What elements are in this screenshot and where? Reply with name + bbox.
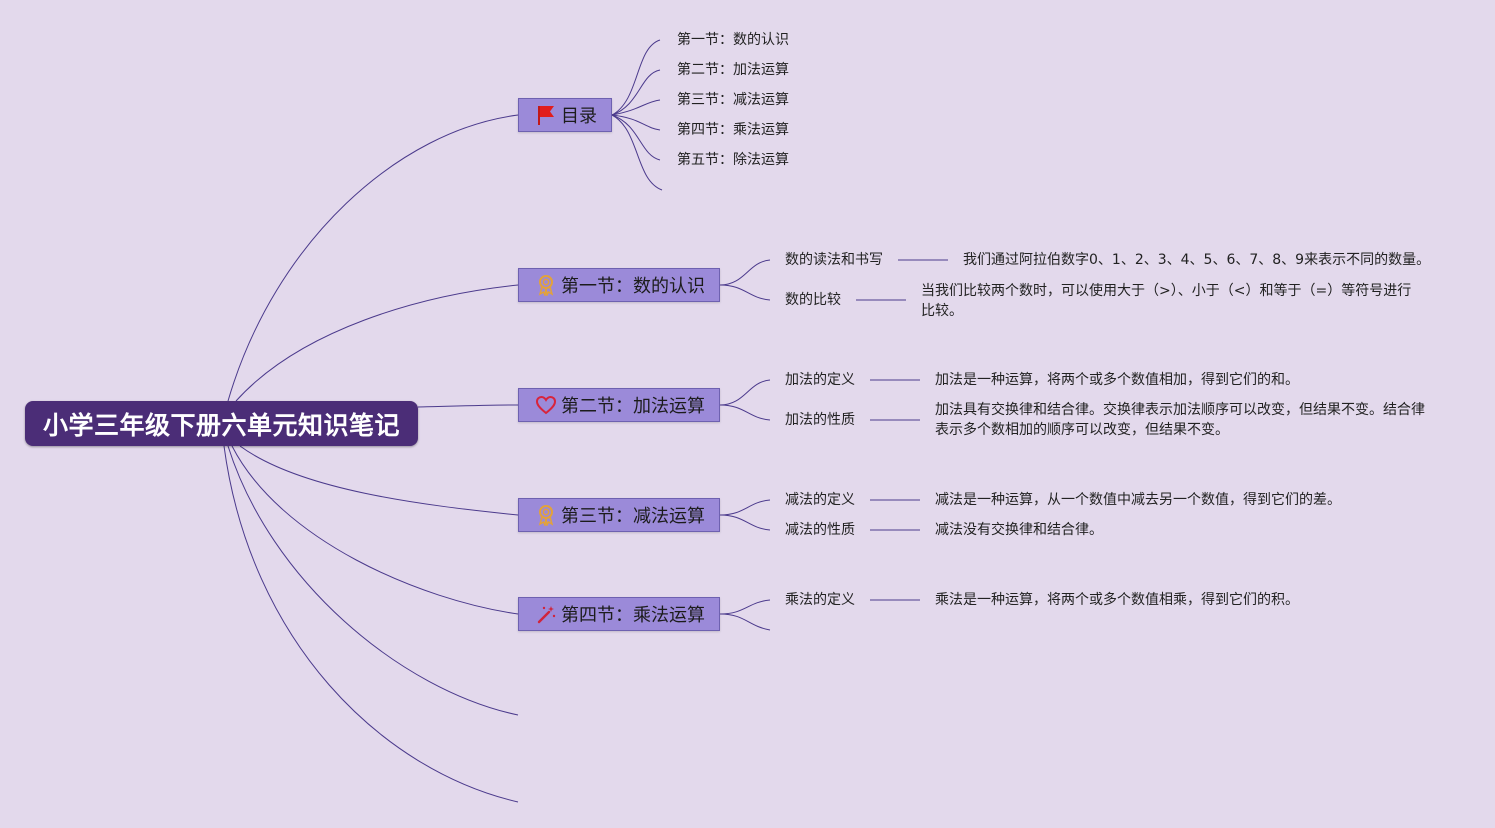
- heart-icon: [535, 394, 557, 416]
- section-4-label: 第四节：乘法运算: [561, 605, 705, 626]
- detail-addition-properties: 加法具有交换律和结合律。交换律表示加法顺序可以改变，但结果不变。结合律表示多个数…: [935, 402, 1425, 438]
- topic-addition-properties[interactable]: 加法的性质: [785, 412, 855, 428]
- section-2-label: 第二节：加法运算: [561, 396, 705, 417]
- detail-subtraction-definition: 减法是一种运算，从一个数值中减去另一个数值，得到它们的差。: [935, 492, 1341, 508]
- toc-item-2[interactable]: 第二节：加法运算: [677, 62, 789, 78]
- toc-label: 目录: [561, 106, 597, 127]
- toc-item-3[interactable]: 第三节：减法运算: [677, 92, 789, 108]
- detail-subtraction-properties: 减法没有交换律和结合律。: [935, 522, 1103, 538]
- section-3-label: 第三节：减法运算: [561, 506, 705, 527]
- topic-multiplication-definition[interactable]: 乘法的定义: [785, 592, 855, 608]
- section-4-branch[interactable]: 第四节：乘法运算: [518, 597, 720, 631]
- detail-addition-definition: 加法是一种运算，将两个或多个数值相加，得到它们的和。: [935, 372, 1299, 388]
- topic-subtraction-properties[interactable]: 减法的性质: [785, 522, 855, 538]
- section-3-branch[interactable]: 第三节：减法运算: [518, 498, 720, 532]
- root-topic[interactable]: 小学三年级下册六单元知识笔记: [25, 401, 418, 446]
- topic-number-compare[interactable]: 数的比较: [785, 292, 841, 308]
- toc-item-4[interactable]: 第四节：乘法运算: [677, 122, 789, 138]
- toc-branch[interactable]: 目录: [518, 98, 612, 132]
- magic-wand-icon: [535, 603, 557, 625]
- toc-item-1[interactable]: 第一节：数的认识: [677, 32, 789, 48]
- section-1-label: 第一节：数的认识: [561, 276, 705, 297]
- award-icon: [535, 504, 557, 526]
- detail-number-reading: 我们通过阿拉伯数字0、1、2、3、4、5、6、7、8、9来表示不同的数量。: [963, 252, 1431, 268]
- section-2-branch[interactable]: 第二节：加法运算: [518, 388, 720, 422]
- section-1-branch[interactable]: 第一节：数的认识: [518, 268, 720, 302]
- detail-multiplication-definition: 乘法是一种运算，将两个或多个数值相乘，得到它们的积。: [935, 592, 1299, 608]
- red-flag-icon: [535, 104, 557, 126]
- topic-subtraction-definition[interactable]: 减法的定义: [785, 492, 855, 508]
- topic-addition-definition[interactable]: 加法的定义: [785, 372, 855, 388]
- detail-number-compare: 当我们比较两个数时，可以使用大于（>）、小于（<）和等于（=）等符号进行比较。: [921, 283, 1412, 319]
- toc-item-5[interactable]: 第五节：除法运算: [677, 152, 789, 168]
- topic-number-reading[interactable]: 数的读法和书写: [785, 252, 883, 268]
- award-icon: [535, 274, 557, 296]
